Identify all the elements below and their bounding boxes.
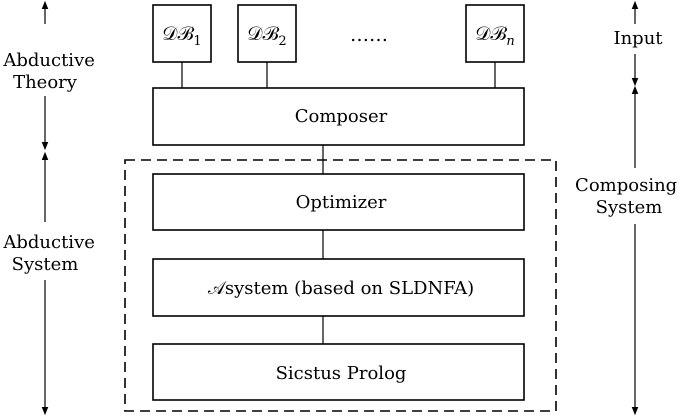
database-2-subscript: 2 (278, 34, 286, 49)
prolog-box: Sicstus Prolog (152, 343, 525, 401)
input-label: Input (613, 28, 663, 49)
composing-system-label: Composing System (575, 175, 683, 218)
abductive-theory-line-1: Abductive (2, 50, 95, 71)
optimizer-box: Optimizer (152, 173, 525, 231)
database-2-label: 𝒟ℬ (247, 23, 279, 45)
database-n-label: 𝒟ℬ (475, 23, 507, 45)
abductive-theory-line-2: Theory (13, 72, 78, 93)
database-ellipsis: …… (350, 24, 388, 46)
asystem-label: 𝒜system (based on SLDNFA) (208, 278, 474, 299)
prolog-label: Sicstus Prolog (276, 363, 407, 384)
svg-text:𝒟ℬ1: 𝒟ℬ1 (162, 23, 201, 49)
abductive-system-line-2: System (12, 254, 79, 275)
database-box-1: 𝒟ℬ1 (152, 4, 212, 63)
database-box-2: 𝒟ℬ2 (237, 4, 297, 63)
database-1-label: 𝒟ℬ (162, 23, 194, 45)
composing-system-boundary (124, 159, 557, 412)
optimizer-label: Optimizer (296, 192, 387, 213)
composer-box: Composer (152, 87, 525, 146)
abductive-theory-label: Abductive Theory (2, 50, 100, 93)
svg-text:𝒟ℬ2: 𝒟ℬ2 (247, 23, 286, 49)
abductive-system-line-1: Abductive (2, 232, 95, 253)
abductive-system-label: Abductive System (2, 232, 100, 275)
composing-system-line-2: System (596, 197, 663, 218)
database-1-subscript: 1 (193, 34, 201, 49)
svg-text:𝒟ℬn: 𝒟ℬn (475, 23, 515, 49)
database-n-subscript: n (506, 34, 514, 49)
asystem-box: 𝒜system (based on SLDNFA) (152, 258, 525, 317)
composing-system-line-1: Composing (575, 175, 677, 196)
database-box-n: 𝒟ℬn (465, 4, 525, 63)
composer-label: Composer (295, 106, 388, 127)
